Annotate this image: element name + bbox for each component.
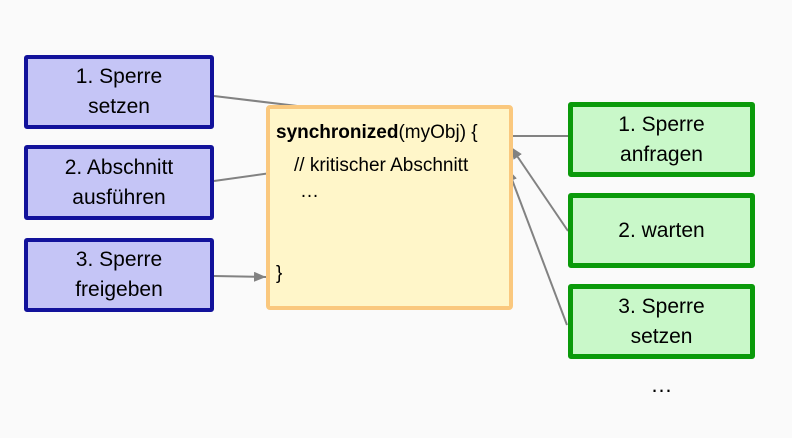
step-label-line1: 1. Sperre — [75, 65, 163, 88]
code-synchronized-line: synchronized(myObj) { — [276, 119, 478, 147]
code-closing-brace: } — [276, 263, 283, 284]
step-label-line2: setzen — [630, 324, 693, 348]
right-step-box-3: 3. Sperre setzen — [568, 284, 755, 359]
step-label-line2: setzen — [88, 95, 150, 118]
code-box: synchronized(myObj) { // kritischer Absc… — [266, 105, 513, 310]
step-label-line1: 3. Sperre — [618, 294, 705, 318]
step-label-line1: 2. warten — [618, 218, 705, 242]
right-step-box-2: 2. warten — [568, 193, 755, 268]
step-label-line2: ausführen — [72, 185, 166, 209]
arrow-left3-to-code — [213, 271, 267, 282]
code-ellipsis-line: … — [300, 181, 319, 202]
left-step-box-3: 3. Sperre freigeben — [24, 238, 214, 312]
code-keyword: synchronized — [276, 122, 399, 143]
left-step-box-1: 1. Sperre setzen — [24, 55, 214, 129]
step-label-line2: freigeben — [75, 278, 163, 301]
right-step-box-1: 1. Sperre anfragen — [568, 102, 755, 177]
step-label-line1: 3. Sperre — [75, 248, 163, 271]
more-steps-ellipsis: … — [650, 372, 673, 397]
arrow-right2-to-code — [510, 146, 569, 232]
step-label-line1: 2. Abschnitt — [64, 155, 174, 179]
step-label-line1: 1. Sperre — [618, 112, 705, 136]
code-line1-rest: (myObj) { — [398, 122, 478, 143]
code-comment-line: // kritischer Abschnitt — [294, 155, 469, 176]
step-label-line2: anfragen — [620, 142, 703, 166]
left-step-box-2: 2. Abschnitt ausführen — [24, 145, 214, 220]
arrow-right3-to-code — [507, 168, 568, 326]
